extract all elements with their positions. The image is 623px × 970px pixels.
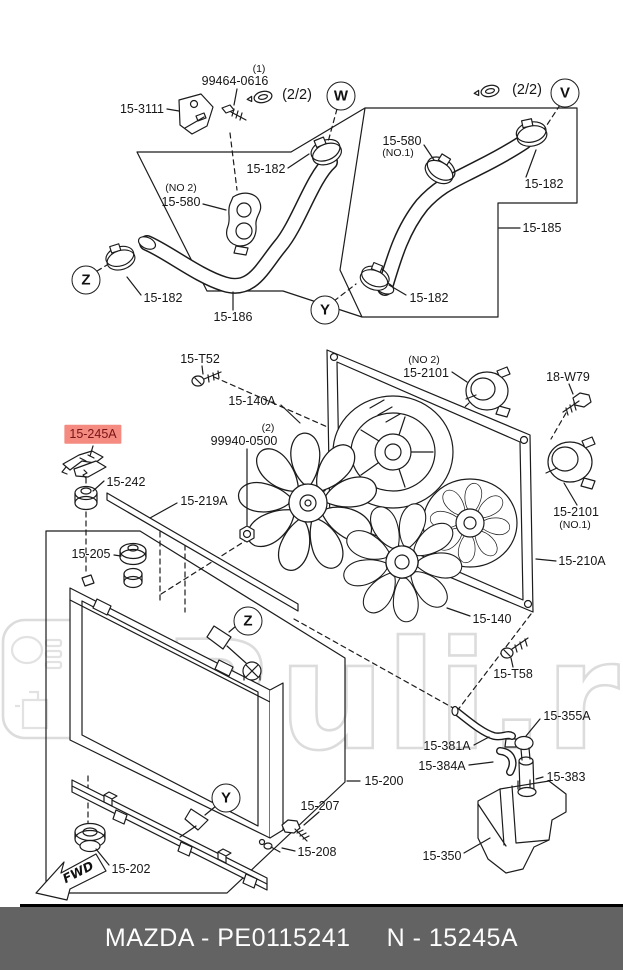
part-label-NO1[interactable]: (NO.1) <box>382 146 414 159</box>
part-label-2[interactable]: (2) <box>261 421 275 434</box>
bracket-15-3111 <box>178 93 214 135</box>
motor-15-2101-no2 <box>465 366 511 418</box>
bolt-15-207 <box>281 819 310 842</box>
fan-blade-15-140A <box>235 432 380 576</box>
part-label-15-202[interactable]: 15-202 <box>111 861 151 876</box>
footer-part-code: N - 15245A <box>386 924 519 952</box>
part-label-15-210A[interactable]: 15-210A <box>558 553 606 568</box>
lower-bracket-bar <box>71 779 268 891</box>
part-label-15-140A[interactable]: 15-140A <box>228 393 276 408</box>
screw-15-T58 <box>500 637 529 659</box>
view-cone-z <box>206 625 247 664</box>
footer-divider <box>20 904 623 907</box>
part-label-15-384A[interactable]: 15-384A <box>418 758 466 773</box>
part-label-15-219A[interactable]: 15-219A <box>180 493 228 508</box>
part-label-15-182[interactable]: 15-182 <box>143 290 183 305</box>
part-label-15-208[interactable]: 15-208 <box>297 844 337 859</box>
part-label-NO2[interactable]: (NO 2) <box>408 353 440 366</box>
radiator-15-200 <box>69 574 284 839</box>
part-label-15-182[interactable]: 15-182 <box>409 290 449 305</box>
part-label-15-200[interactable]: 15-200 <box>364 773 404 788</box>
part-label-15-242[interactable]: 15-242 <box>106 474 146 489</box>
nut-99940-0500 <box>239 525 255 543</box>
part-label-99464-0616[interactable]: 99464-0616 <box>201 73 269 88</box>
bracket-15-245A <box>61 450 107 479</box>
part-label-15-185[interactable]: 15-185 <box>522 220 562 235</box>
bolt-18-W79 <box>562 392 592 416</box>
part-label-22[interactable]: (2/2) <box>512 81 542 98</box>
part-label-15-182[interactable]: 15-182 <box>246 161 286 176</box>
view-cone-y <box>179 805 217 838</box>
part-label-99940-0500[interactable]: 99940-0500 <box>210 433 278 448</box>
part-label-15-186[interactable]: 15-186 <box>213 309 253 324</box>
fence-hose-groups <box>136 107 578 318</box>
reservoir-tank-15-350 <box>477 779 567 874</box>
part-label-15-T52[interactable]: 15-T52 <box>180 351 220 366</box>
view-balloon-Z: Z <box>233 606 263 636</box>
grommet-15-242 <box>74 485 98 511</box>
part-label-15-T58[interactable]: 15-T58 <box>493 666 533 681</box>
part-label-15-350[interactable]: 15-350 <box>422 848 462 863</box>
part-label-15-245A[interactable]: 15-245A <box>64 424 122 444</box>
screw-15-T52 <box>191 370 222 387</box>
hose-15-384A <box>496 747 517 776</box>
mount-grommet-15-202 <box>74 822 106 853</box>
part-label-15-381A[interactable]: 15-381A <box>423 738 471 753</box>
clamp-15-182-top <box>306 132 346 170</box>
part-label-22[interactable]: (2/2) <box>282 86 312 103</box>
part-label-15-207[interactable]: 15-207 <box>300 798 340 813</box>
view-balloon-V: V <box>550 78 580 108</box>
part-label-1[interactable]: (1) <box>252 62 266 75</box>
part-label-NO2[interactable]: (NO 2) <box>165 181 197 194</box>
motor-15-2101-no1 <box>545 436 596 490</box>
part-label-15-2101[interactable]: 15-2101 <box>403 365 449 380</box>
part-label-15-580[interactable]: 15-580 <box>382 133 422 148</box>
view-balloon-Y: Y <box>310 295 340 325</box>
hose-15-381A <box>451 705 516 741</box>
hose-15-186 <box>137 154 338 294</box>
valve-15-355A <box>504 735 534 761</box>
diagram-art: Ruli.ru <box>1 83 623 901</box>
bracket-15-580-no2 <box>226 192 262 256</box>
clip-icon <box>245 89 274 107</box>
clamp-15-182-bottom <box>101 239 139 275</box>
dashed-reference-lines <box>85 104 567 825</box>
footer-catalog-code: MAZDA - PE0115241 <box>104 924 351 952</box>
view-balloon-Z: Z <box>71 265 101 295</box>
view-balloon-W: W <box>326 81 356 111</box>
footer-bar: MAZDA - PE0115241 N - 15245A <box>0 907 623 970</box>
bolt-99464-0616 <box>221 104 247 121</box>
clip-icon <box>472 83 501 101</box>
part-label-15-205[interactable]: 15-205 <box>71 546 111 561</box>
part-label-15-140[interactable]: 15-140 <box>472 611 512 626</box>
seal-strip-15-219A <box>106 492 299 612</box>
part-label-15-580[interactable]: 15-580 <box>161 194 201 209</box>
screw-15-208 <box>258 838 281 853</box>
view-balloon-Y: Y <box>211 783 241 813</box>
part-label-NO1[interactable]: (NO.1) <box>559 518 591 531</box>
part-label-18-W79[interactable]: 18-W79 <box>546 369 590 384</box>
part-label-15-182[interactable]: 15-182 <box>524 176 564 191</box>
label-leader-lines <box>89 88 578 866</box>
part-label-15-2101[interactable]: 15-2101 <box>553 504 599 519</box>
part-label-15-3111[interactable]: 15-3111 <box>119 101 165 116</box>
part-label-15-383[interactable]: 15-383 <box>546 769 586 784</box>
radiator-cap-15-205 <box>119 542 147 589</box>
fan-blade-15-140 <box>340 499 464 623</box>
part-label-15-355A[interactable]: 15-355A <box>543 708 591 723</box>
hose-15-185 <box>375 134 532 296</box>
